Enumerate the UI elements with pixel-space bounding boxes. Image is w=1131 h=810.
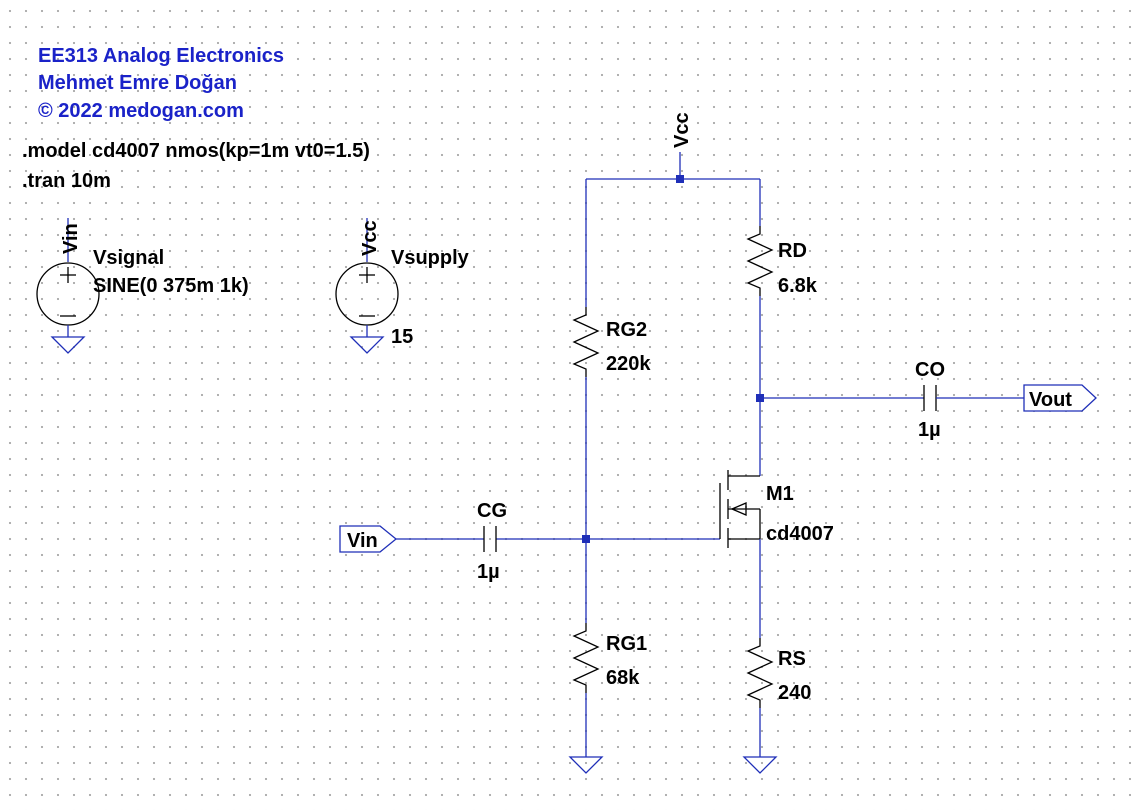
m1-model: cd4007 [766, 523, 834, 545]
vin-flag-label: Vin [347, 530, 378, 552]
vsignal-value: SINE(0 375m 1k) [93, 275, 249, 297]
resistor-rd[interactable]: RD 6.8k [746, 179, 818, 297]
vin-flag-shape [339, 525, 398, 553]
header-course: EE313 Analog Electronics [38, 45, 284, 67]
vsignal-ground-symbol [50, 336, 86, 354]
vcc-net-label: Vcc [671, 112, 693, 148]
cg-value: 1µ [477, 561, 500, 583]
rg1-ground-symbol [568, 756, 604, 774]
vsignal-name: Vsignal [93, 247, 164, 269]
vsupply-name: Vsupply [391, 247, 470, 269]
rg2-name: RG2 [606, 319, 647, 341]
rd-value: 6.8k [778, 275, 818, 297]
capacitor-co[interactable]: CO 1µ [915, 359, 945, 441]
vcc-rail: Vcc [586, 112, 760, 183]
resistor-rg1[interactable]: RG1 68k [568, 623, 647, 774]
vsignal-net-label: Vin [60, 223, 82, 254]
rs-value: 240 [778, 682, 811, 704]
vout-flag-label: Vout [1029, 389, 1072, 411]
header-author: Mehmet Emre Doğan [38, 72, 237, 94]
vsupply-ground-symbol [349, 336, 385, 354]
drain-junction [756, 394, 764, 402]
resistor-rs[interactable]: RS 240 [742, 638, 811, 774]
vout-port-flag[interactable]: Vout [1023, 384, 1097, 412]
rd-name: RD [778, 240, 807, 262]
model-directive: .model cd4007 nmos(kp=1m vt0=1.5) [22, 140, 370, 162]
co-name: CO [915, 359, 945, 381]
rs-symbol [746, 638, 774, 708]
vin-port-flag[interactable]: Vin [339, 525, 398, 553]
vsupply-value: 15 [391, 326, 413, 348]
rg2-symbol [572, 307, 600, 377]
cg-name: CG [477, 500, 507, 522]
rs-ground-symbol [742, 756, 778, 774]
capacitor-cg[interactable]: CG 1µ [477, 500, 507, 583]
gate-junction [582, 535, 590, 543]
m1-arrow [730, 502, 747, 516]
vout-flag-shape [1023, 384, 1097, 412]
vcc-junction [676, 175, 684, 183]
rg1-symbol [572, 623, 600, 693]
rg1-value: 68k [606, 667, 640, 689]
vsupply-net-label: Vcc [359, 220, 381, 256]
nmos-m1[interactable]: M1 cd4007 [719, 470, 834, 548]
resistor-rg2[interactable]: RG2 220k [572, 179, 651, 377]
rg1-name: RG1 [606, 633, 647, 655]
m1-name: M1 [766, 483, 794, 505]
rs-name: RS [778, 648, 806, 670]
co-value: 1µ [918, 419, 941, 441]
rg2-value: 220k [606, 353, 651, 375]
header-copyright: © 2022 medogan.com [38, 100, 244, 122]
rd-symbol [746, 226, 774, 296]
vsupply-source[interactable]: Vcc Vsupply 15 [335, 218, 470, 354]
vsignal-source[interactable]: Vin Vsignal SINE(0 375m 1k) [36, 218, 249, 354]
tran-directive: .tran 10m [22, 170, 111, 192]
